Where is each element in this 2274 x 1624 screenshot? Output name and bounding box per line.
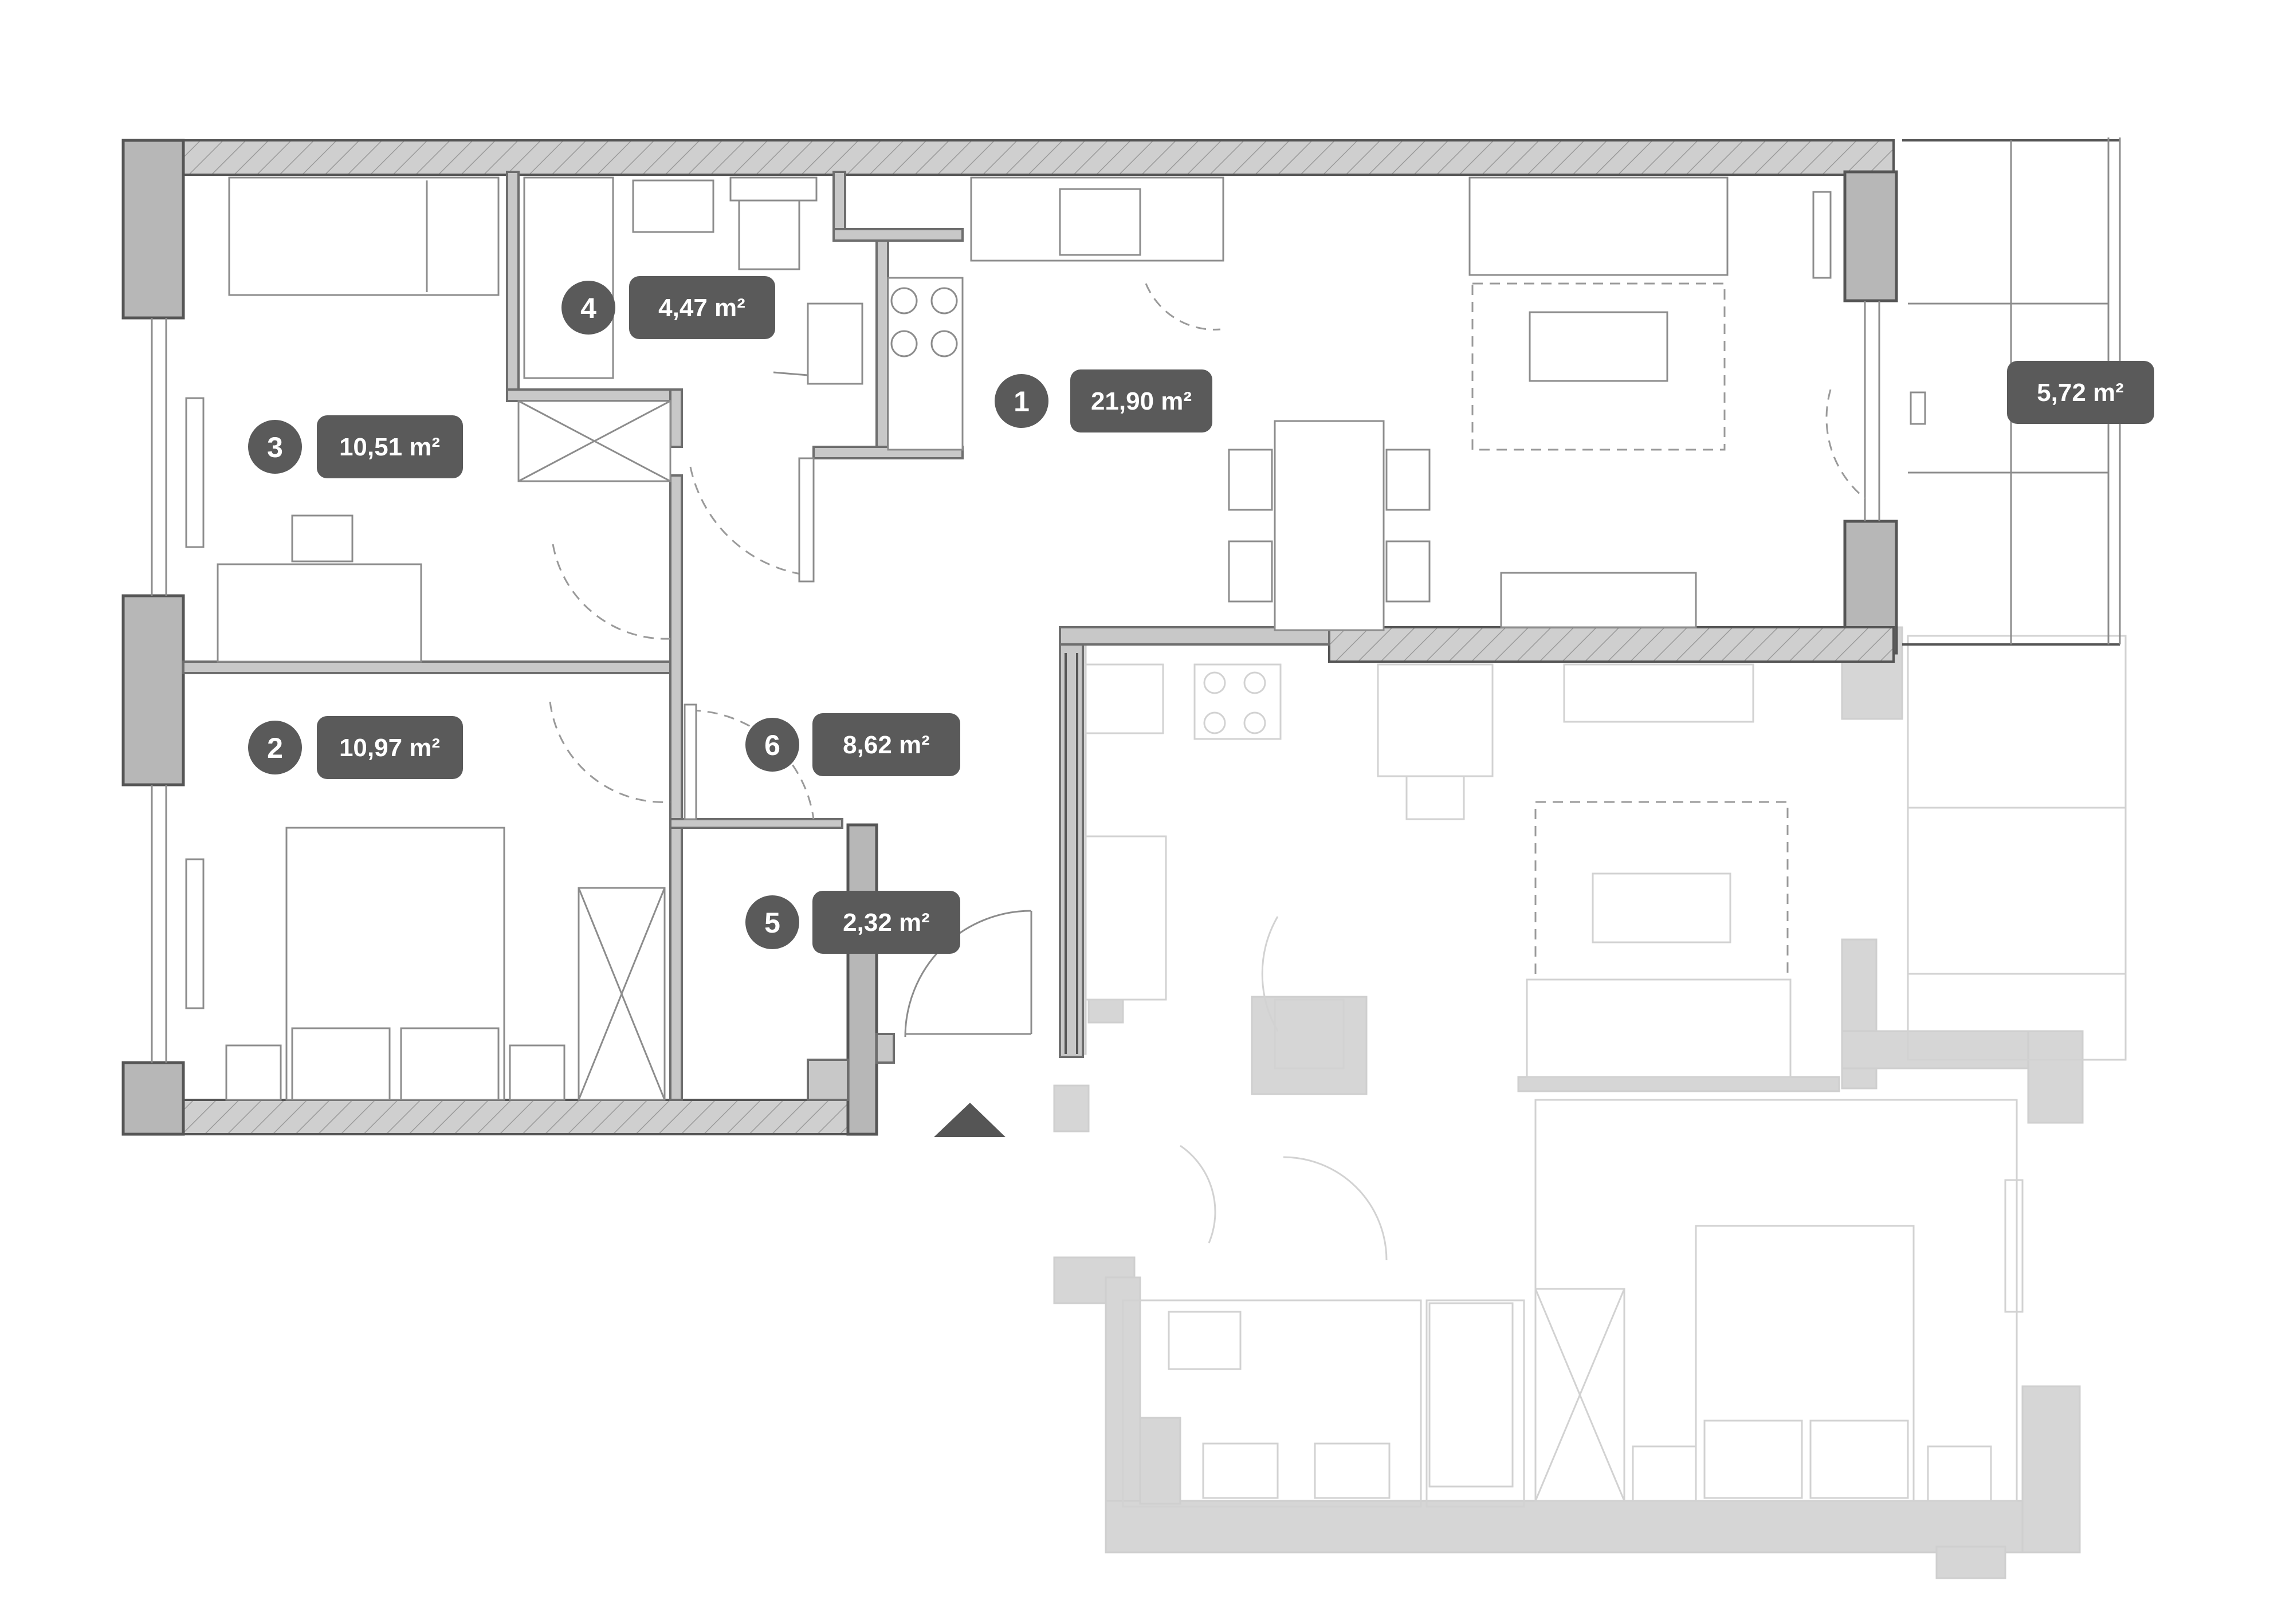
room-number: 5 (764, 907, 780, 939)
room-area: 2,32 m² (843, 909, 930, 937)
walls (121, 139, 1898, 1136)
room-4-furniture (523, 176, 863, 385)
room-number: 3 (267, 431, 283, 463)
room-label-5: 5 2,32 m² (745, 891, 960, 954)
room-1-furniture (887, 176, 1865, 631)
room-label-3: 3 10,51 m² (248, 415, 463, 478)
room-number: 2 (267, 732, 283, 764)
entrance-arrow-icon (934, 1103, 1006, 1137)
room-2-furniture (185, 827, 666, 1101)
room-area: 8,62 m² (843, 731, 930, 759)
room-area: 10,51 m² (339, 433, 440, 461)
neighbour-unit (1053, 626, 2127, 1579)
balcony-label: 5,72 m² (2007, 361, 2154, 424)
room-number: 6 (764, 729, 780, 761)
balcony-area: 5,72 m² (2037, 379, 2124, 407)
room-label-4: 4 4,47 m² (561, 276, 775, 339)
room-6-furniture (549, 457, 815, 820)
room-area: 4,47 m² (658, 294, 745, 322)
room-area: 10,97 m² (339, 734, 440, 762)
room-label-6: 6 8,62 m² (745, 713, 960, 776)
room-number: 1 (1014, 386, 1030, 418)
room-label-1: 1 21,90 m² (995, 369, 1212, 432)
room-3-furniture (185, 176, 671, 663)
room-label-2: 2 10,97 m² (248, 716, 463, 779)
room-area: 21,90 m² (1091, 387, 1192, 415)
room-number: 4 (580, 292, 596, 324)
